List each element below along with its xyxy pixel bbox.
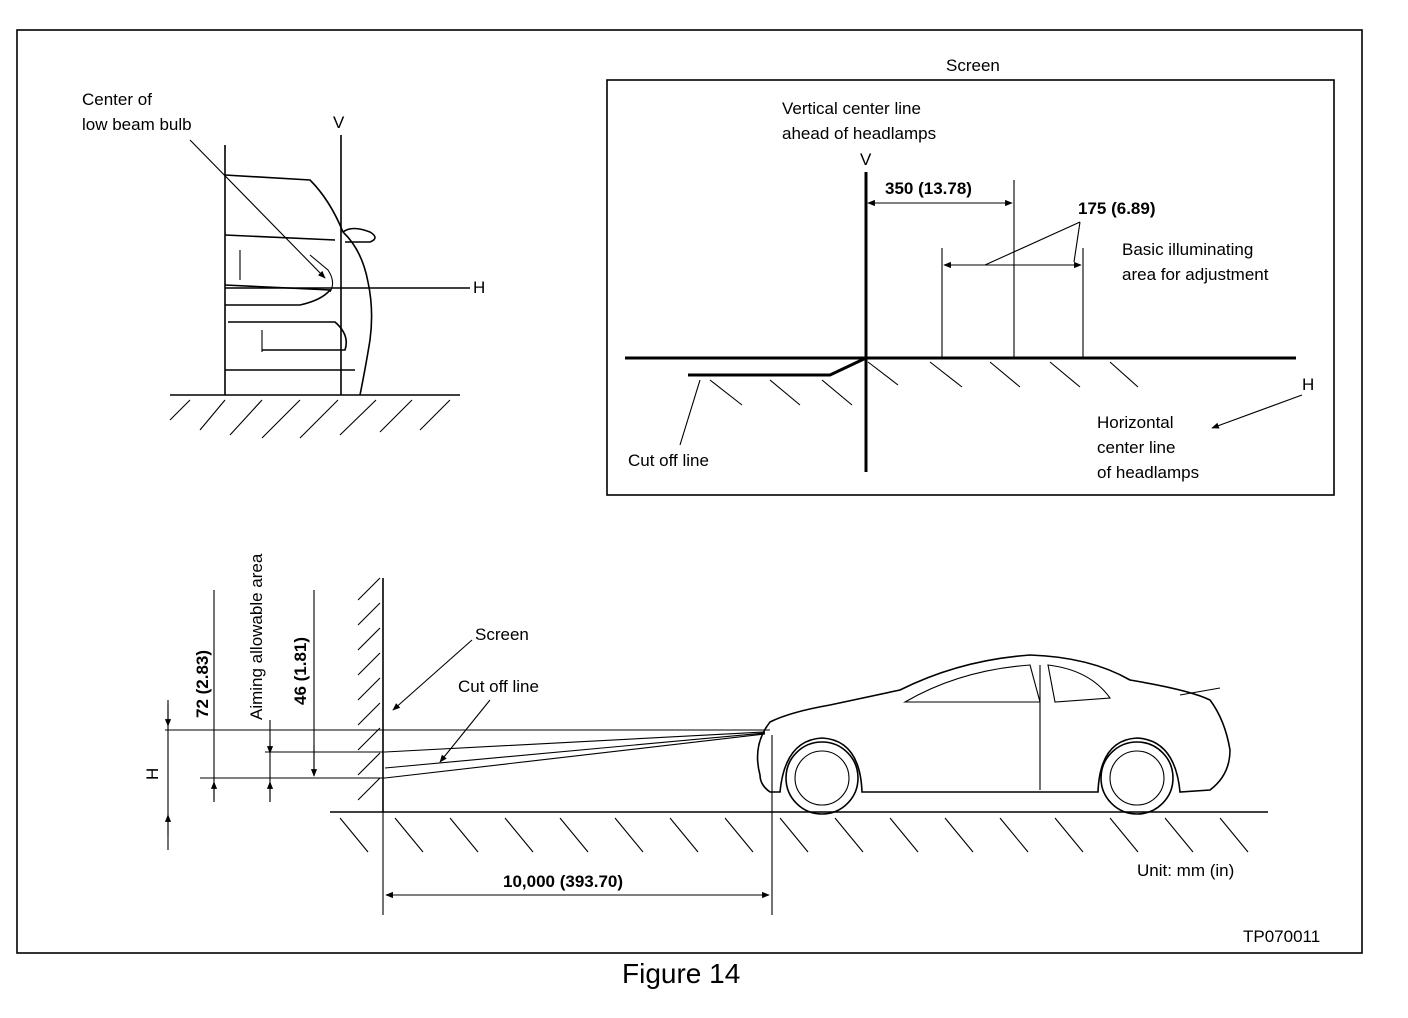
cutoff-leader-arrow: [439, 699, 491, 763]
car-side-windows: [902, 664, 1221, 790]
vertical-label-line1: Vertical center line: [782, 99, 921, 118]
horizontal-line1: Horizontal: [1097, 413, 1174, 432]
inset-h-label: H: [1302, 375, 1314, 394]
cutoff-leader: [679, 379, 701, 446]
horizontal-line3: of headlamps: [1097, 463, 1199, 482]
front-wheel: [785, 741, 859, 815]
dim-175-leaders: [984, 221, 1081, 266]
vertical-label-line2: ahead of headlamps: [782, 124, 936, 143]
side-h-label: H: [143, 768, 162, 780]
front-view: Center of low beam bulb V H: [82, 90, 485, 439]
cutoff-line-shape: [688, 356, 867, 377]
dim-350-label: 350 (13.78): [885, 179, 972, 198]
front-v-label: V: [333, 113, 345, 132]
inset-screen-title: Screen: [946, 56, 1000, 75]
basic-area-line2: area for adjustment: [1122, 265, 1269, 284]
inset-frame: [606, 79, 1335, 496]
side-ground-hatch: [339, 817, 1249, 853]
figure-code: TP070011: [1243, 927, 1320, 946]
front-ground-hatch: [169, 399, 451, 439]
aiming-label: Aiming allowable area: [247, 553, 266, 720]
dim-72-label: 72 (2.83): [193, 650, 212, 718]
front-wheel-rim: [794, 750, 850, 806]
horizontal-leader-arrow: [1211, 394, 1303, 429]
bulb-leader-arrow: [189, 139, 326, 279]
basic-area-line1: Basic illuminating: [1122, 240, 1253, 259]
side-cutoff-label: Cut off line: [458, 677, 539, 696]
bulb-label-line1: Center of: [82, 90, 152, 109]
screen-wall-hatch: [357, 577, 381, 801]
inset-hatch: [709, 361, 1139, 406]
inset-v-label: V: [860, 150, 872, 169]
bulb-label-line2: low beam bulb: [82, 115, 192, 134]
rear-wheel-rim: [1109, 750, 1165, 806]
screen-inset: Screen Vertical center line ahead of hea…: [606, 56, 1335, 496]
unit-label: Unit: mm (in): [1137, 861, 1234, 880]
distance-label: 10,000 (393.70): [503, 872, 623, 891]
screen-leader-arrow: [392, 639, 473, 711]
front-h-label: H: [473, 278, 485, 297]
car-front-outline: [224, 174, 376, 396]
horizontal-line2: center line: [1097, 438, 1175, 457]
side-screen-label: Screen: [475, 625, 529, 644]
light-beam-lines: [384, 731, 766, 779]
dim-175-label: 175 (6.89): [1078, 199, 1156, 218]
rear-wheel: [1100, 741, 1174, 815]
inset-cutoff-label: Cut off line: [628, 451, 709, 470]
figure-frame: [16, 29, 1363, 954]
figure-caption: Figure 14: [622, 958, 740, 989]
car-front-details: [239, 250, 334, 352]
side-view: 72 (2.83) Aiming allowable area 46 (1.81…: [143, 553, 1268, 915]
car-side-outline: [756, 654, 1231, 793]
dim-46-label: 46 (1.81): [291, 637, 310, 705]
